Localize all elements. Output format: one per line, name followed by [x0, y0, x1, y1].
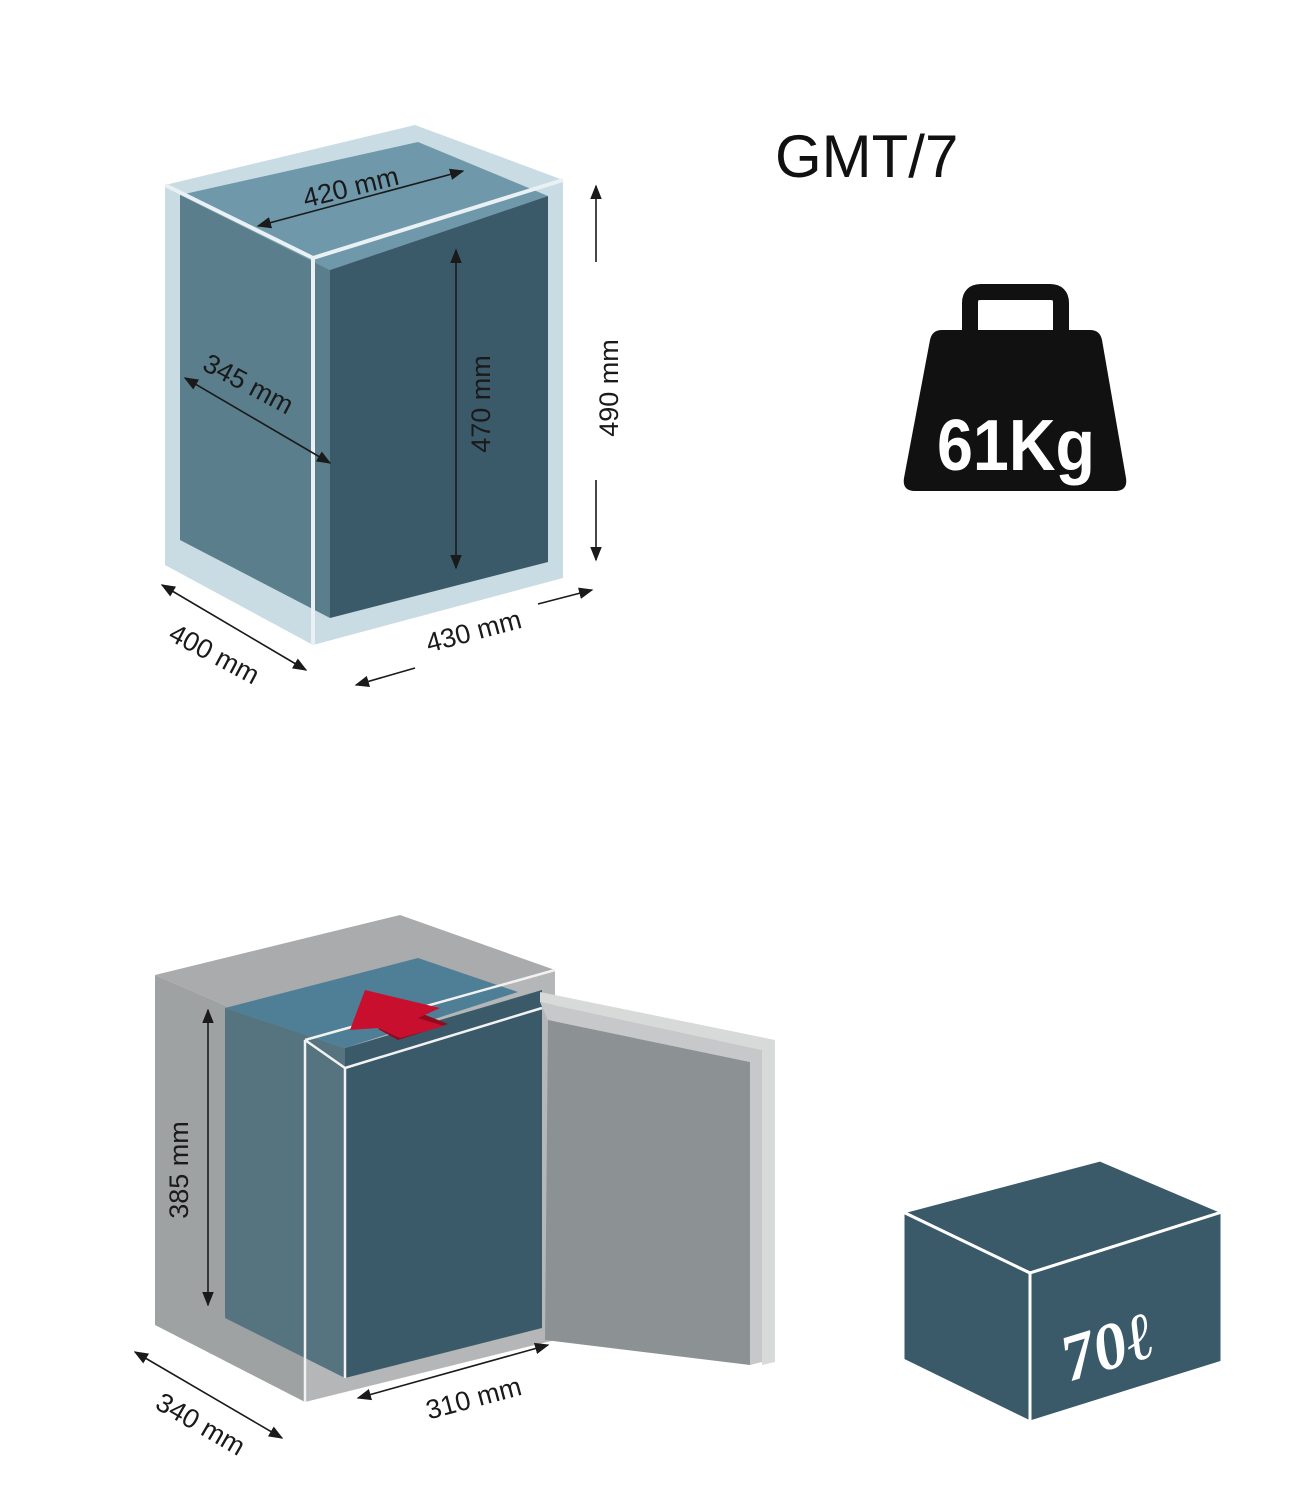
dim-line-depth	[133, 1351, 284, 1439]
label-total-height: 490 mm	[594, 339, 624, 437]
model-title: GMT/7	[775, 123, 958, 190]
dim-line-base-depth	[160, 584, 308, 671]
dim-line-inner-depth	[183, 377, 332, 464]
label-base-width: 430 mm	[423, 604, 525, 658]
label-depth: 340 mm	[151, 1387, 250, 1462]
weight-body	[903, 330, 1127, 491]
dim-line-top-width	[256, 168, 465, 229]
weight-label: 61Kg	[937, 406, 1095, 486]
label-width: 310 mm	[423, 1371, 525, 1425]
label-inner-height: 470 mm	[466, 355, 496, 453]
label-height: 385 mm	[164, 1121, 194, 1219]
shell-top-edge	[304, 968, 556, 1042]
inner-front	[345, 990, 542, 1378]
cabinet-front	[330, 196, 548, 618]
label-base-depth: 400 mm	[164, 618, 264, 690]
dim-line-base-width-right	[537, 587, 594, 605]
weight-handle	[962, 284, 1069, 335]
dim-line-width	[356, 1342, 550, 1401]
internal-cabinet: 385 mm 340 mm 310 mm	[133, 915, 775, 1462]
external-cabinet: 420 mm 345 mm 470 mm 490 mm 400 mm 430 m…	[160, 125, 624, 690]
inner-top-edge	[344, 1006, 543, 1070]
volume-cube-icon: 70ℓ	[898, 1158, 1227, 1425]
insert-arrow-icon	[350, 990, 448, 1040]
inner-left	[225, 1008, 345, 1378]
cube-front	[1028, 1209, 1224, 1425]
weight-icon: 61Kg	[903, 284, 1127, 491]
door-inner	[545, 1020, 750, 1365]
dim-line-base-width-left	[354, 667, 416, 687]
